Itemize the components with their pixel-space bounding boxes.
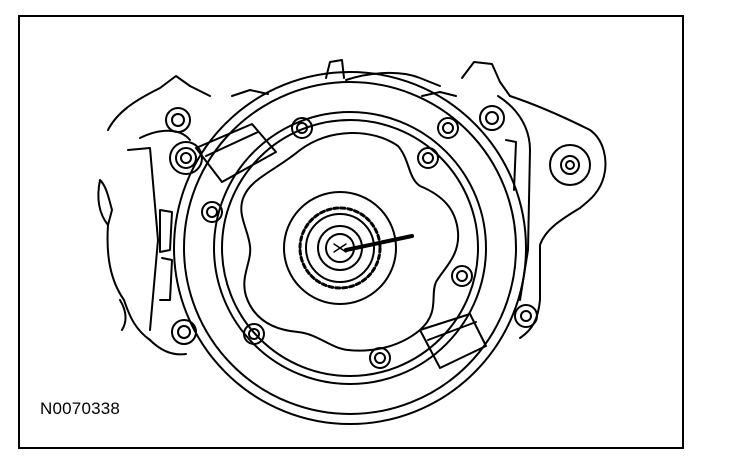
figure-reference-code: N0070338 (40, 399, 121, 418)
pulley-plate (173, 71, 527, 425)
pointer-line (344, 234, 414, 252)
top-housing (231, 59, 457, 97)
splined-hub (283, 191, 397, 305)
left-housing (97, 75, 211, 356)
right-housing (437, 61, 607, 339)
holding-tool (169, 123, 487, 369)
bolt-holes (201, 117, 473, 369)
